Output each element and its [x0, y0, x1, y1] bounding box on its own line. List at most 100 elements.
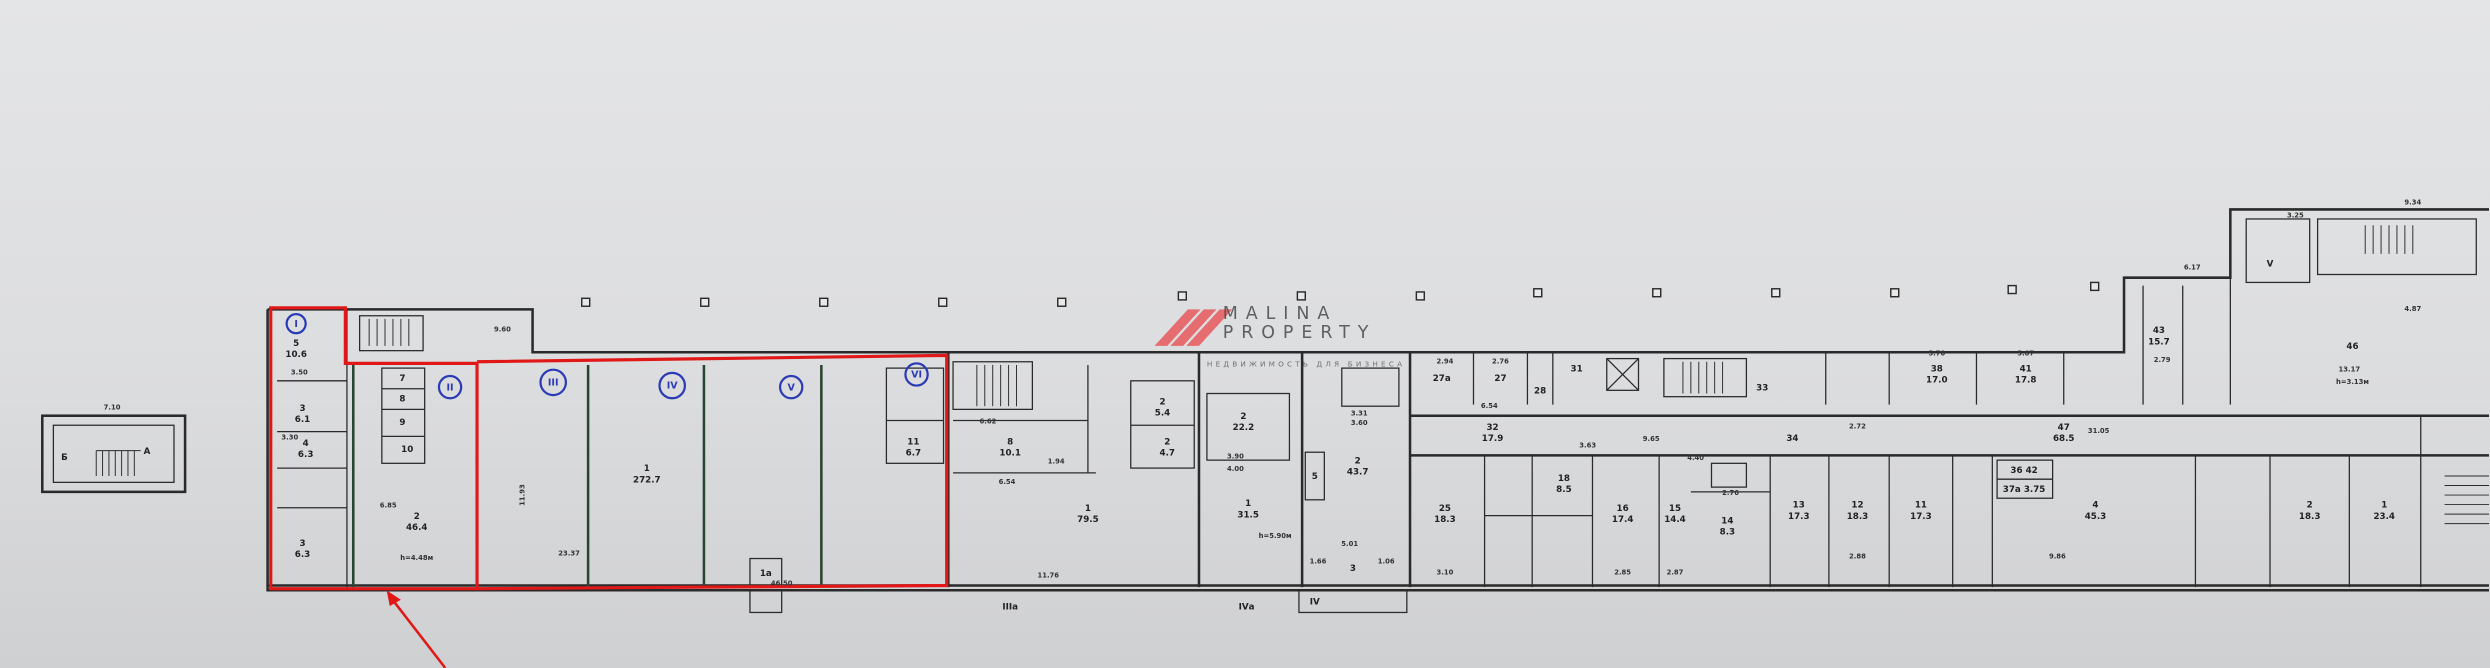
- section-marks: I II III IV V VI: [285, 313, 929, 400]
- room-number: 1: [644, 464, 650, 474]
- section-mark: V: [788, 382, 796, 393]
- watermark-brand-line2: PROPERTY: [1223, 323, 1377, 343]
- room-number: А: [144, 447, 151, 457]
- room-number: 1: [2381, 501, 2387, 511]
- dimension: 23.37: [558, 549, 580, 557]
- room-area: 43.7: [1347, 467, 1369, 477]
- dimension: 3.31: [1351, 410, 1368, 418]
- room-area: 272.7: [633, 475, 661, 485]
- room-area: 17.0: [1926, 375, 1948, 385]
- dimension: 11.76: [1037, 572, 1059, 580]
- room-number: 2: [1355, 456, 1361, 466]
- room-area: 8.5: [1556, 485, 1571, 495]
- dimension: 2.76: [1492, 357, 1509, 365]
- room-number: 7: [399, 374, 405, 384]
- room-number: 16: [1617, 504, 1629, 514]
- dimension: 11.93: [519, 484, 527, 506]
- dimension: 6.17: [2184, 264, 2201, 272]
- room-number: 27а: [1433, 374, 1451, 384]
- dimension: 9.60: [494, 326, 511, 334]
- dimension: 6.62: [980, 418, 997, 426]
- dimension: 6.85: [380, 502, 397, 510]
- dimension: 9.34: [2404, 199, 2421, 207]
- watermark-brand-line1: MALINA: [1223, 304, 1337, 324]
- room-number: 13: [1793, 501, 1805, 511]
- building-walls: [266, 208, 2489, 614]
- room-number: 8: [399, 394, 405, 404]
- dimension: 2.88: [1849, 553, 1866, 561]
- dimension: 3.25: [2287, 211, 2304, 219]
- dimension-labels: 7.10 9.60 6.85 11.93 23.37 46.50 3.50 3.…: [104, 199, 2422, 588]
- dimension: 2.94: [1437, 357, 1454, 365]
- dimension: 4.00: [1227, 465, 1244, 473]
- malina-property-watermark: MALINA PROPERTY НЕДВИЖИМОСТЬ ДЛЯ БИЗНЕСА: [1154, 304, 1402, 369]
- room-area: 17.8: [2015, 375, 2037, 385]
- room-number: 46: [2346, 342, 2358, 352]
- room-area: 17.3: [1788, 512, 1810, 522]
- room-area: 46.4: [406, 523, 428, 533]
- height-note: h=5.90м: [1259, 532, 1292, 540]
- height-note: h=4.48м: [400, 554, 433, 562]
- room-number: V: [2267, 260, 2274, 270]
- room-number: 3: [1350, 564, 1356, 574]
- section-mark: IV: [667, 381, 679, 392]
- dimension: 31.05: [2088, 427, 2110, 435]
- dimension: 3.50: [291, 368, 308, 376]
- room-number: 18: [1558, 474, 1570, 484]
- room-number: IV: [1310, 598, 1320, 608]
- room-number: 1а: [760, 569, 772, 579]
- room-area: 17.9: [1482, 434, 1504, 444]
- dimension: 3.63: [1579, 441, 1596, 449]
- room-area: 31.5: [1237, 510, 1259, 520]
- room-number: 11: [907, 437, 919, 447]
- section-mark: III: [548, 378, 559, 389]
- room-area: 6.3: [295, 550, 310, 560]
- dimension: 3.30: [281, 434, 298, 442]
- room-number: 43: [2153, 326, 2165, 336]
- room-area: 17.4: [1612, 515, 1634, 525]
- dimension: 1.94: [1048, 457, 1065, 465]
- room-number: 9: [399, 418, 405, 428]
- watermark-logo-icon: [1154, 309, 1233, 346]
- dimension: 4.87: [2404, 305, 2421, 313]
- room-number: IVа: [1239, 602, 1255, 612]
- dimension: 2.87: [1667, 568, 1684, 576]
- room-area: 15.7: [2148, 337, 2170, 347]
- room-area: 5.4: [1155, 409, 1170, 419]
- dimension: 1.66: [1310, 557, 1327, 565]
- stair-block-a: [41, 414, 187, 494]
- dimension: 3.90: [1227, 453, 1244, 461]
- dimension: 5.70: [1928, 349, 1945, 357]
- room-area: 18.3: [2299, 512, 2321, 522]
- room-area: 45.3: [2085, 512, 2107, 522]
- dimension: 46.50: [771, 579, 793, 587]
- room-number: 2: [1164, 437, 1170, 447]
- highlight-outline-small: [269, 306, 479, 591]
- room-number: 10: [401, 445, 413, 455]
- dimension: 2.76: [1722, 489, 1739, 497]
- dimension: 7.10: [104, 403, 121, 411]
- dimension: 9.86: [2049, 553, 2066, 561]
- dimension: 6.54: [999, 478, 1016, 486]
- section-mark: I: [294, 319, 298, 330]
- room-area: 8.3: [1720, 528, 1735, 538]
- dimension: 5.01: [1341, 540, 1358, 548]
- room-area: 68.5: [2053, 434, 2075, 444]
- room-area: 6.3: [298, 450, 313, 460]
- dimension: 2.79: [2154, 356, 2171, 364]
- room-number: 8: [1007, 437, 1013, 447]
- column-markers: [581, 281, 2100, 307]
- room-area: 22.2: [1233, 423, 1255, 433]
- room-area: 6.1: [295, 415, 310, 425]
- room-number: 32: [1486, 423, 1498, 433]
- room-number: 1: [1245, 499, 1251, 509]
- room-area: 17.3: [1910, 512, 1932, 522]
- room-number: IIIа: [1002, 602, 1018, 612]
- room-number: 3: [299, 539, 305, 549]
- room-number: 14: [1721, 517, 1733, 527]
- room-number: Б: [61, 453, 68, 463]
- dimension: 3.60: [1351, 419, 1368, 427]
- room-number: 4: [303, 439, 309, 449]
